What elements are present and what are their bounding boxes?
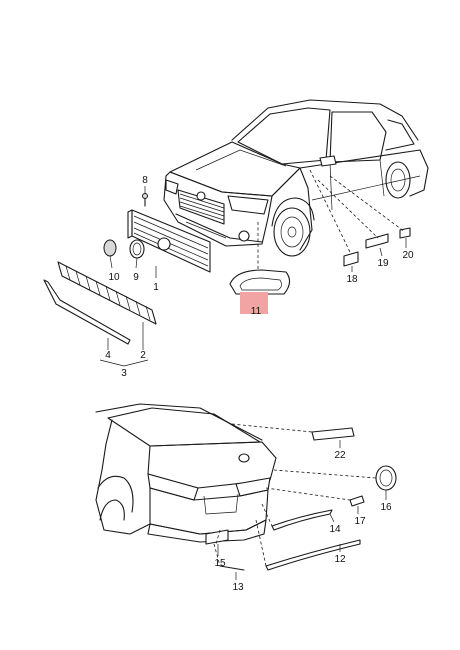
callout-9: 9 xyxy=(133,272,139,283)
callout-1: 1 xyxy=(153,282,159,293)
callout-10: 10 xyxy=(108,272,120,283)
callout-11: 11 xyxy=(251,306,262,317)
rear-car-illustration xyxy=(95,403,277,543)
highlight-box-11 xyxy=(240,292,268,314)
callout-19: 19 xyxy=(377,258,389,269)
lower-grille-part xyxy=(43,261,157,345)
callout-16: 16 xyxy=(380,502,392,513)
callout-20: 20 xyxy=(402,250,414,261)
callout-17: 17 xyxy=(354,516,366,527)
callout-14: 14 xyxy=(329,524,341,535)
fog-lamp-grille-part xyxy=(229,269,291,295)
front-dashed-leaders xyxy=(257,169,406,270)
rear-parts xyxy=(205,427,397,571)
callout-2: 2 xyxy=(140,350,146,361)
callout-18: 18 xyxy=(346,274,358,285)
radiator-grille-part xyxy=(127,209,211,273)
callout-4: 4 xyxy=(105,350,111,361)
rear-leader-lines xyxy=(217,440,387,580)
part-22-strip xyxy=(311,427,355,441)
callout-8: 8 xyxy=(142,175,148,186)
front-leader-lines xyxy=(99,186,407,367)
front-car-illustration xyxy=(163,99,429,257)
callout-labels: 8 1 10 9 11 18 19 20 4 2 3 22 16 17 14 1… xyxy=(105,175,414,593)
rear-dashed-leaders xyxy=(213,423,377,567)
callout-3: 3 xyxy=(121,368,127,379)
callout-15: 15 xyxy=(214,558,226,569)
callout-12: 12 xyxy=(334,554,346,565)
screw-part xyxy=(142,193,148,207)
emblem-parts xyxy=(103,239,145,259)
callout-13: 13 xyxy=(232,582,244,593)
callout-22: 22 xyxy=(334,450,346,461)
